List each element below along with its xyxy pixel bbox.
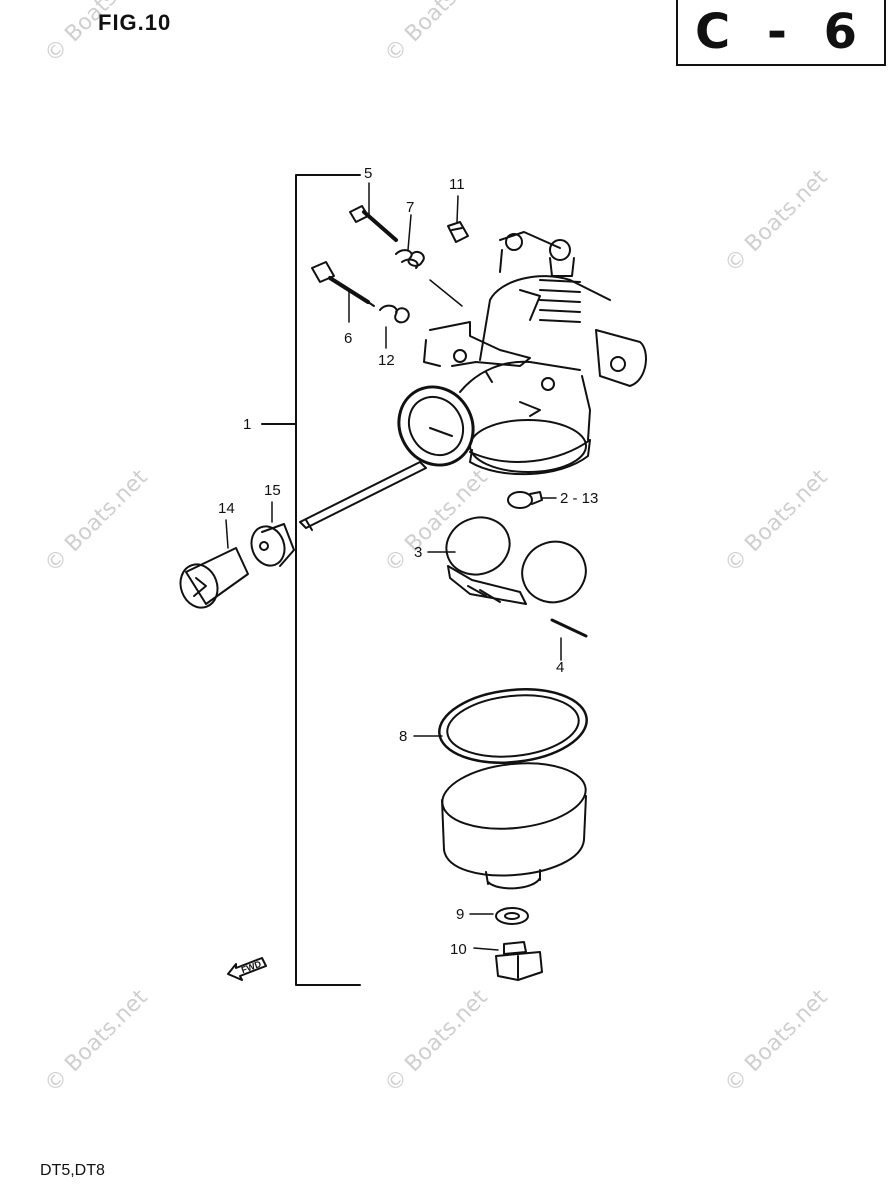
- leader-lines: [225, 182, 562, 951]
- part-6-screw: [311, 261, 375, 307]
- callout-2-13: 2 - 13: [560, 490, 599, 507]
- callout-1: 1: [243, 416, 252, 433]
- callout-11: 11: [449, 176, 465, 193]
- callout-14: 14: [218, 500, 235, 517]
- choke-rod: [299, 461, 427, 531]
- part-10-drain-bolt: [495, 941, 543, 981]
- page-code-box: C - 6: [676, 0, 886, 66]
- carburetor-body: [397, 231, 647, 476]
- part-8-gasket: [438, 688, 588, 764]
- callout-15: 15: [264, 482, 281, 499]
- part-9-washer: [495, 907, 529, 925]
- part-11-plug: [447, 221, 469, 243]
- part-5-pilot-screw: [349, 205, 398, 242]
- part-14-jet-cover: [179, 547, 249, 609]
- fwd-arrow-icon: [227, 957, 267, 981]
- callout-8: 8: [399, 728, 408, 745]
- part-4-pin: [550, 618, 588, 638]
- part-15-main-jet: [250, 523, 295, 567]
- model-label: DT5,DT8: [40, 1162, 105, 1179]
- part-2-13-screw: [507, 491, 543, 509]
- callout-6: 6: [344, 330, 353, 347]
- callout-12: 12: [378, 352, 395, 369]
- float-bowl: [441, 762, 587, 890]
- callout-7: 7: [406, 199, 415, 216]
- assembly-bracket: [261, 174, 361, 986]
- callout-10: 10: [450, 941, 467, 958]
- callout-4: 4: [556, 659, 565, 676]
- figure-label: FIG.10: [98, 10, 172, 35]
- part-12-spring: [379, 304, 410, 324]
- part-3-float: [445, 516, 587, 605]
- callout-3: 3: [414, 544, 423, 561]
- part-7-spring: [395, 249, 425, 269]
- page-code: C - 6: [695, 4, 867, 60]
- callout-5: 5: [364, 165, 373, 182]
- callout-9: 9: [456, 906, 465, 923]
